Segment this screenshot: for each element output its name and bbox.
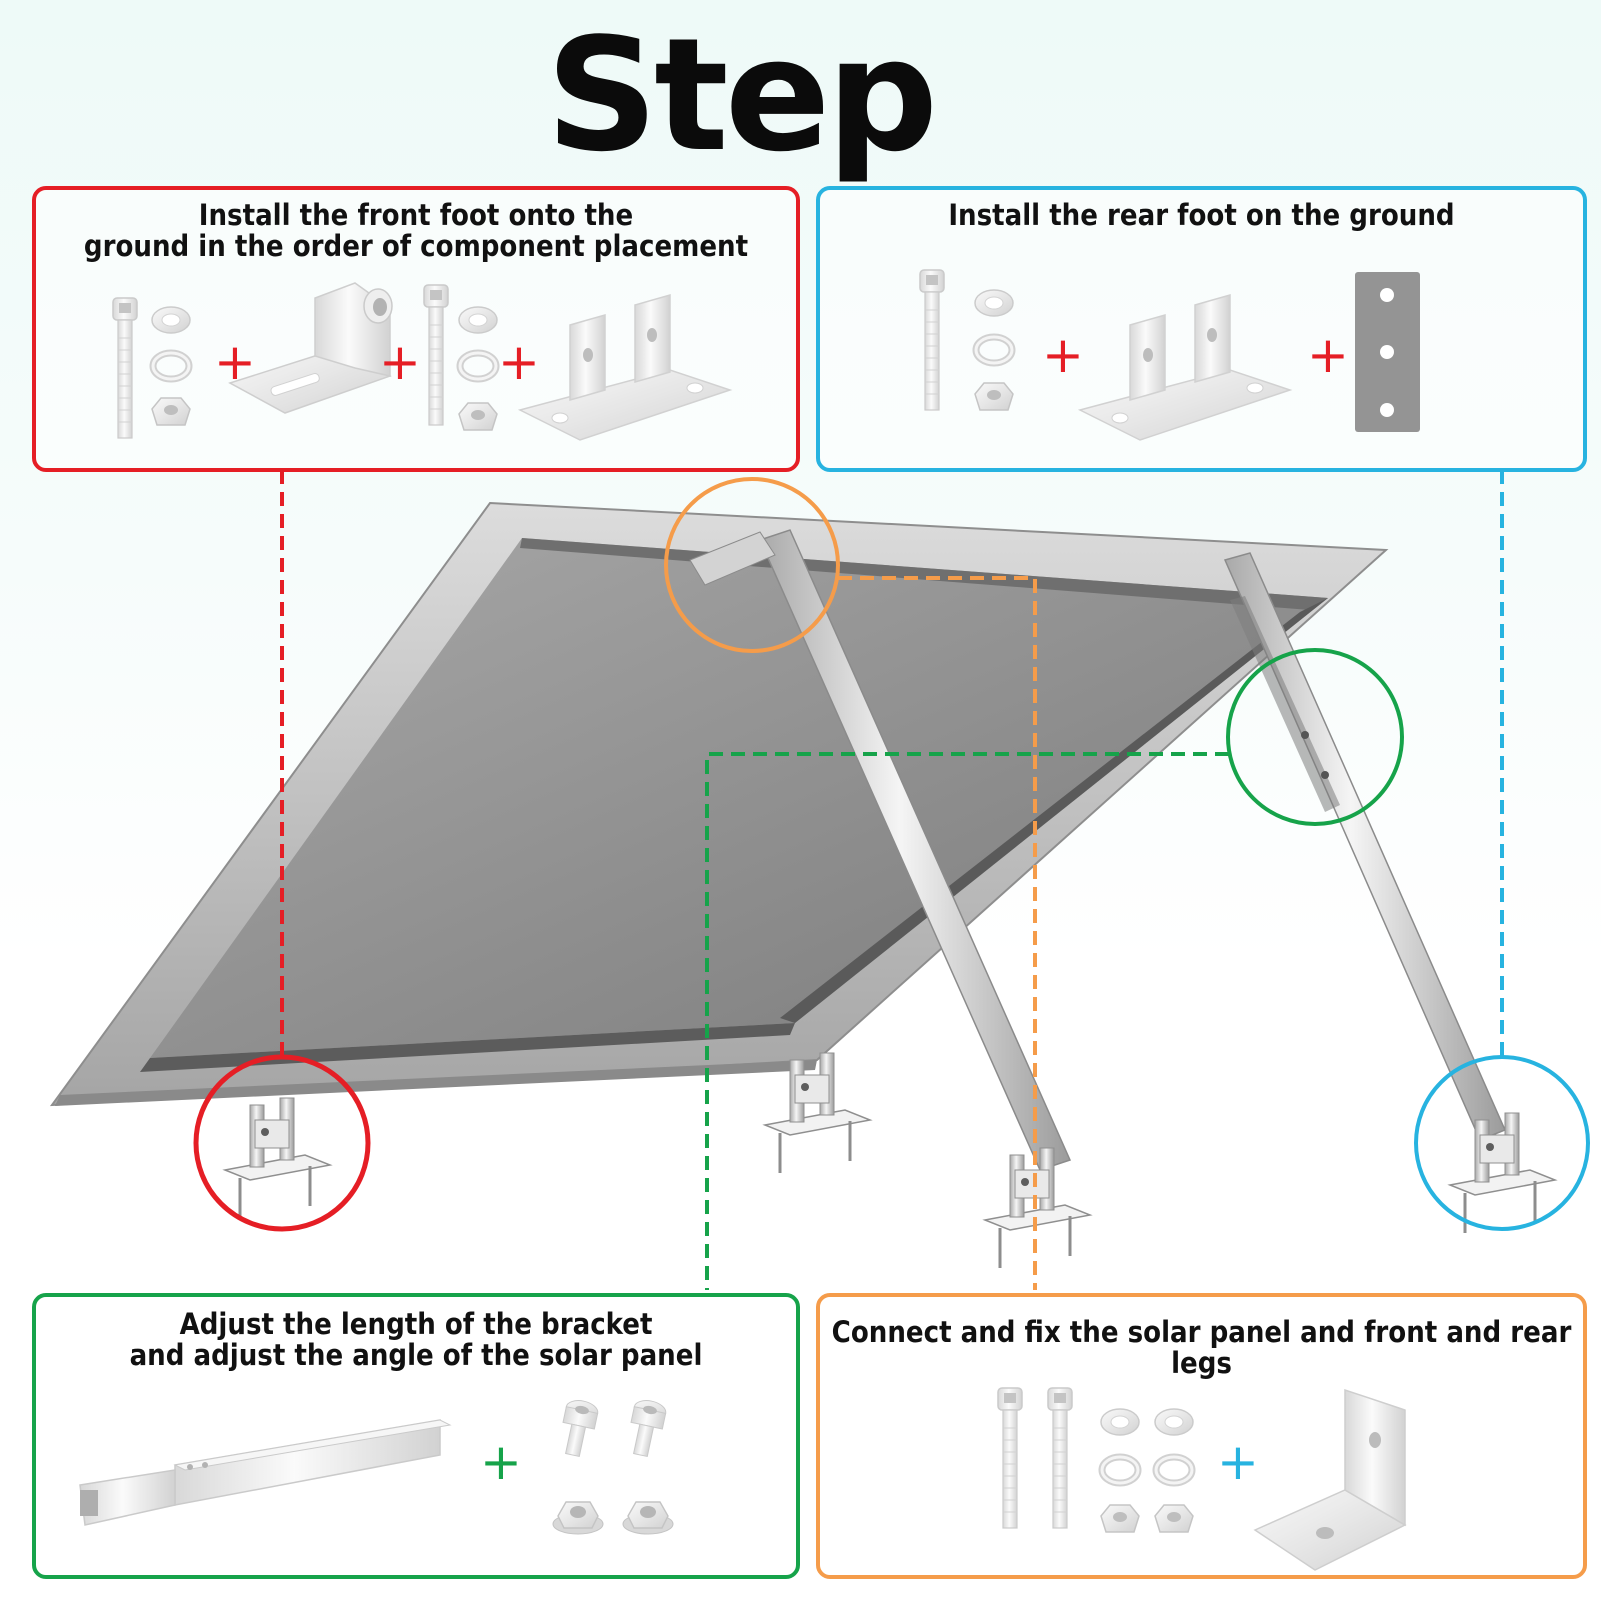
step-title-line: ground in the order of component placeme… [83, 229, 749, 263]
plus-icon: + [379, 333, 421, 391]
step-title-line: Install the rear foot on the ground [948, 198, 1455, 232]
green-detail-circle [1226, 648, 1404, 826]
step-title-line: Connect and fix the solar panel and fron… [831, 1315, 1572, 1380]
step-title-adjust-bracket: Adjust the length of the bracket and adj… [36, 1309, 796, 1371]
step-box-connect-legs: Connect and fix the solar panel and fron… [816, 1293, 1587, 1579]
plus-icon: + [214, 333, 256, 391]
step-title-front-foot: Install the front foot onto the ground i… [36, 200, 796, 262]
rear-leg-right [1223, 552, 1557, 1235]
solar-panel [49, 501, 1389, 1107]
step-title-connect-legs: Connect and fix the solar panel and fron… [820, 1317, 1583, 1379]
plus-icon: + [498, 333, 540, 391]
page-title: Step [545, 4, 938, 186]
step-title-line: and adjust the angle of the solar panel [129, 1338, 703, 1372]
step-title-line: Adjust the length of the bracket [179, 1307, 653, 1341]
step-box-adjust-bracket: Adjust the length of the bracket and adj… [32, 1293, 800, 1579]
plus-icon: + [1217, 1433, 1259, 1491]
step-title-line: Install the front foot onto the [198, 198, 634, 232]
front-foot-left [223, 1096, 332, 1220]
plus-icon: + [1042, 326, 1084, 384]
step-box-rear-foot: Install the rear foot on the ground + + [816, 186, 1587, 472]
blue-detail-circle [1414, 1055, 1590, 1231]
step-box-front-foot: Install the front foot onto the ground i… [32, 186, 800, 472]
orange-detail-circle [664, 477, 840, 653]
plus-icon: + [480, 1433, 522, 1491]
step-title-rear-foot: Install the rear foot on the ground [820, 200, 1583, 231]
rear-leg-center [689, 529, 1092, 1270]
plus-icon: + [1307, 326, 1349, 384]
red-detail-circle [193, 1054, 371, 1232]
orange-leader-line [838, 576, 1037, 1290]
